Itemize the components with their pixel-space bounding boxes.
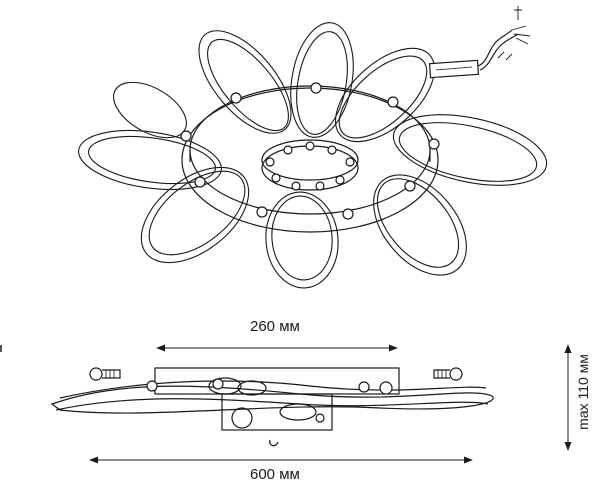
chandelier-top-view	[78, 6, 548, 289]
bolt	[404, 180, 416, 192]
dimension-label-overall-width: 600 мм	[250, 466, 300, 483]
bolt	[212, 378, 224, 390]
wire-ends	[511, 25, 531, 45]
dimension-label-max-height: max 110 мм	[575, 354, 591, 430]
petal-loop	[198, 30, 292, 134]
petal-loop	[376, 178, 460, 268]
bolt	[379, 381, 393, 395]
side-loop	[59, 380, 487, 399]
petal-loop	[338, 55, 428, 139]
petal-loop	[296, 31, 348, 135]
power-driver	[428, 6, 531, 79]
power-cable	[477, 29, 513, 67]
bolt	[315, 181, 325, 191]
dimension-lines	[0, 344, 572, 464]
bolt	[283, 145, 293, 155]
petal-loops	[78, 22, 548, 289]
petal-loop	[78, 129, 222, 191]
dimension-label-inner-width: 260 мм	[250, 318, 300, 335]
driver-box-line	[435, 66, 473, 71]
bolt	[265, 157, 275, 167]
petal-loop	[373, 174, 467, 276]
petal-loop	[265, 191, 339, 289]
petal-loop	[87, 135, 217, 185]
bolt	[305, 141, 315, 151]
mounting-screw-right	[433, 367, 463, 381]
socket-bolts	[180, 82, 440, 220]
bolt	[428, 138, 440, 150]
bolt	[310, 82, 322, 94]
bolt	[256, 206, 268, 218]
bolt	[271, 173, 281, 183]
chandelier-side-view	[50, 367, 494, 447]
petal-loop	[207, 38, 289, 132]
bolt	[387, 96, 399, 108]
center-box	[221, 393, 333, 431]
petal-loop	[334, 47, 436, 143]
bolt	[342, 208, 354, 220]
mounting-screw-left	[89, 367, 121, 381]
bolt	[335, 175, 345, 185]
bolt	[291, 181, 301, 191]
center-hub-top	[261, 139, 359, 181]
earth-symbol	[514, 6, 522, 20]
bolt	[194, 176, 206, 188]
bolt	[358, 381, 370, 393]
bolt	[146, 380, 158, 392]
base-ring-rim	[189, 150, 431, 162]
center-hub	[261, 145, 359, 191]
hook	[269, 439, 279, 447]
petal-loop	[271, 195, 333, 281]
petal-loop	[113, 81, 187, 139]
bolt	[180, 130, 192, 142]
terminal-marks	[497, 51, 513, 61]
side-center-loop	[231, 407, 253, 429]
petal-loop	[290, 22, 354, 138]
petal-loop	[392, 114, 548, 186]
side-loop	[50, 385, 494, 414]
side-center-loop	[279, 403, 317, 421]
bolt	[230, 92, 242, 104]
bolt	[315, 413, 325, 423]
petal-loop	[140, 166, 250, 264]
driver-box	[428, 59, 480, 79]
side-center-loop	[237, 380, 267, 396]
petal-loop	[398, 122, 538, 182]
bolt	[345, 157, 355, 167]
base-ring-outer	[181, 87, 439, 233]
power-cable	[479, 33, 519, 71]
bolt	[327, 145, 337, 155]
side-center-loop	[208, 377, 242, 395]
